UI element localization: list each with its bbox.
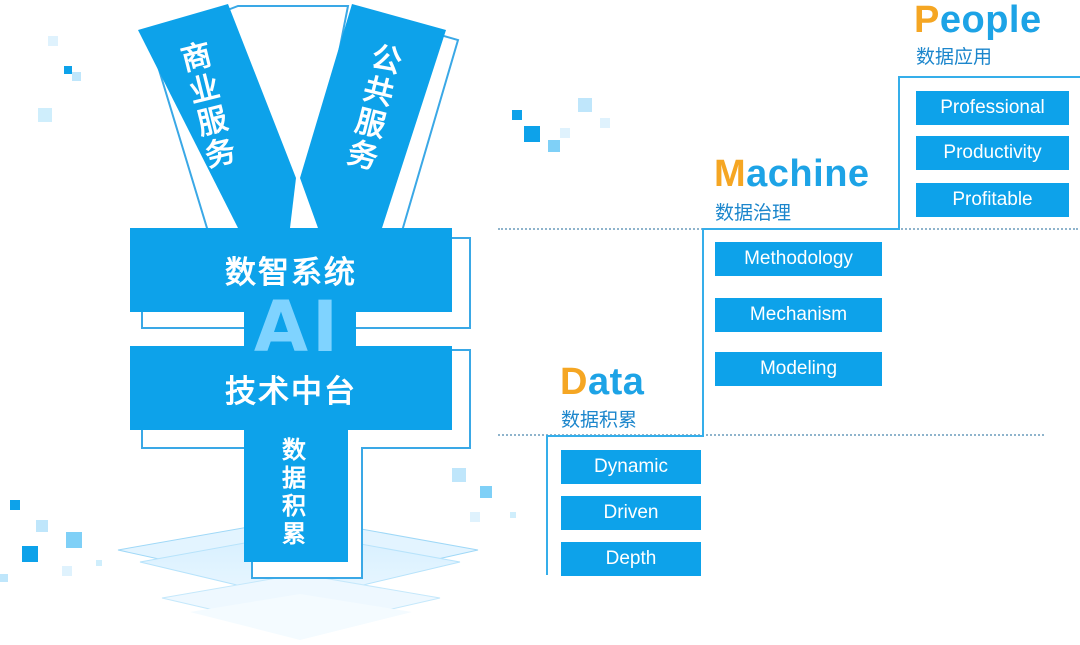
stem-label: 数据积累 [282, 436, 306, 548]
left-arm-shape [138, 4, 296, 228]
decor-square [0, 574, 8, 582]
machine-title-rest: achine [746, 153, 870, 195]
data-title: Data [560, 362, 644, 402]
machine-title: Machine [714, 154, 870, 194]
data-title-initial: D [560, 361, 588, 403]
people-item-productivity: Productivity [916, 136, 1069, 170]
yuan-figure: 商业服务 公共服务 数智系统 AI 技术中台 数据积累 [0, 0, 520, 645]
decor-square [524, 126, 540, 142]
yuan-face [130, 4, 452, 562]
decor-square [452, 468, 466, 482]
decor-square [64, 66, 72, 74]
decor-square [36, 520, 48, 532]
right-arm-shape [300, 4, 446, 228]
decor-square [62, 566, 72, 576]
bottom-bar-shape [130, 346, 452, 430]
decor-square [66, 532, 82, 548]
stair-machine-vertical [702, 228, 704, 437]
stair-data-vertical [546, 435, 548, 575]
decor-square [38, 108, 52, 122]
data-subtitle: 数据积累 [561, 409, 638, 431]
top-bar-shape [130, 228, 452, 312]
data-item-driven: Driven [561, 496, 701, 530]
people-title-rest: eople [939, 0, 1042, 41]
decor-square [510, 512, 516, 518]
decor-square [578, 98, 592, 112]
machine-title-initial: M [714, 153, 747, 195]
decor-square [480, 486, 492, 498]
machine-item-mechanism: Mechanism [715, 298, 882, 332]
machine-item-modeling: Modeling [715, 352, 882, 386]
bottom-bar-label: 技术中台 [225, 374, 357, 410]
decor-square [560, 128, 570, 138]
stem-shape [244, 430, 348, 562]
stair-machine-horizontal [702, 228, 898, 230]
people-title-initial: P [914, 0, 940, 41]
decor-square [72, 72, 81, 81]
decor-square [22, 546, 38, 562]
mid-stem-shape [244, 312, 356, 346]
yuan-shape [117, 4, 479, 640]
machine-item-methodology: Methodology [715, 242, 882, 276]
decor-square [548, 140, 560, 152]
machine-subtitle: 数据治理 [715, 202, 792, 224]
decor-square [600, 118, 610, 128]
top-bar-label: 数智系统 [225, 255, 357, 291]
people-item-profitable: Profitable [916, 183, 1069, 217]
decor-square [10, 500, 20, 510]
decor-square [96, 560, 102, 566]
people-subtitle: 数据应用 [916, 46, 993, 68]
data-title-rest: ata [587, 361, 645, 403]
people-title: People [914, 0, 1042, 40]
decor-square [512, 110, 522, 120]
data-item-depth: Depth [561, 542, 701, 576]
ai-label: AI [253, 286, 343, 368]
stair-people-horizontal [898, 76, 1080, 78]
data-item-dynamic: Dynamic [561, 450, 701, 484]
level-line-lower [498, 434, 1044, 436]
decor-square [470, 512, 480, 522]
people-item-professional: Professional [916, 91, 1069, 125]
stair-people-vertical [898, 76, 900, 230]
decor-square [48, 36, 58, 46]
stair-data-horizontal [546, 435, 702, 437]
platform-layer-4 [190, 594, 412, 640]
